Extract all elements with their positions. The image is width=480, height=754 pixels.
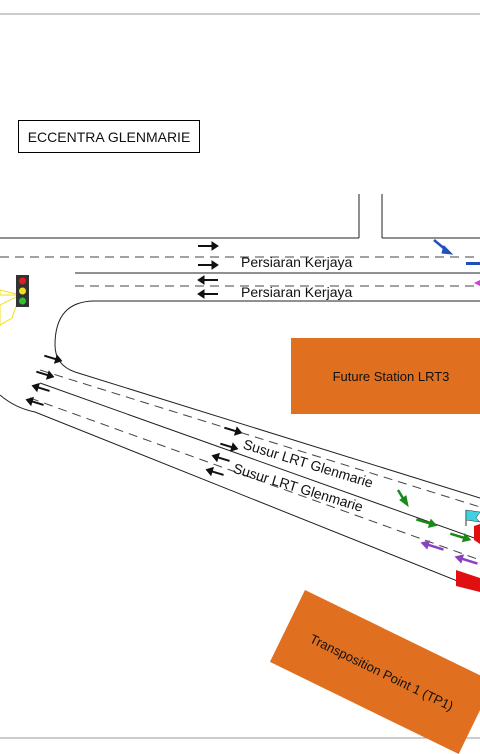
- arrow-right-icon: [36, 370, 55, 380]
- pink-arrow-icon: [474, 280, 480, 286]
- arrow-left-icon: [25, 396, 44, 407]
- road-name-persiaran-kerjaya: Persiaran Kerjaya: [241, 284, 353, 300]
- arrow-down-right-icon: [396, 489, 409, 508]
- red-marker-upper: [474, 524, 480, 544]
- flag-icon: [465, 509, 480, 526]
- arrow-right-icon: [198, 260, 219, 270]
- arrow-left-icon: [420, 540, 444, 551]
- future-station-zone: Future Station LRT3: [291, 338, 480, 414]
- diagonal-road-lane-dashed-1: [39, 369, 480, 508]
- diagonal-road-arrows: [25, 354, 243, 477]
- arrow-left-icon: [31, 382, 50, 393]
- purple-arrows: [420, 540, 478, 565]
- arrow-down-right-icon: [433, 239, 454, 255]
- arrow-right-icon: [449, 532, 472, 543]
- arrow-right-icon: [416, 518, 438, 528]
- arrow-left-icon: [205, 466, 224, 477]
- road-name-persiaran-kerjaya: Persiaran Kerjaya: [241, 254, 353, 270]
- arrow-left-icon: [197, 275, 218, 285]
- arrow-right-icon: [44, 354, 63, 364]
- traffic-light-icon: [0, 275, 29, 326]
- site-label: ECCENTRA GLENMARIE: [18, 120, 200, 153]
- arrow-left-icon: [197, 289, 218, 299]
- green-arrows: [396, 489, 472, 543]
- arrow-left-icon: [454, 554, 478, 565]
- diagonal-road-bottom-edge: [0, 394, 480, 591]
- diagonal-road-lane-dashed-2: [29, 397, 480, 561]
- arrow-right-icon: [220, 442, 239, 452]
- main-road-bottom-edge: [54, 300, 480, 373]
- arrow-left-icon: [211, 452, 230, 463]
- arrow-right-icon: [198, 241, 219, 251]
- red-marker-lower: [456, 570, 480, 592]
- main-road-arrows: [197, 241, 219, 299]
- blue-lane-marker: [466, 262, 480, 265]
- blue-arrows: [433, 239, 480, 265]
- diagonal-road-lane-solid: [39, 382, 480, 541]
- diagonal-road-top-edge: [74, 371, 480, 499]
- arrow-right-icon: [224, 426, 243, 436]
